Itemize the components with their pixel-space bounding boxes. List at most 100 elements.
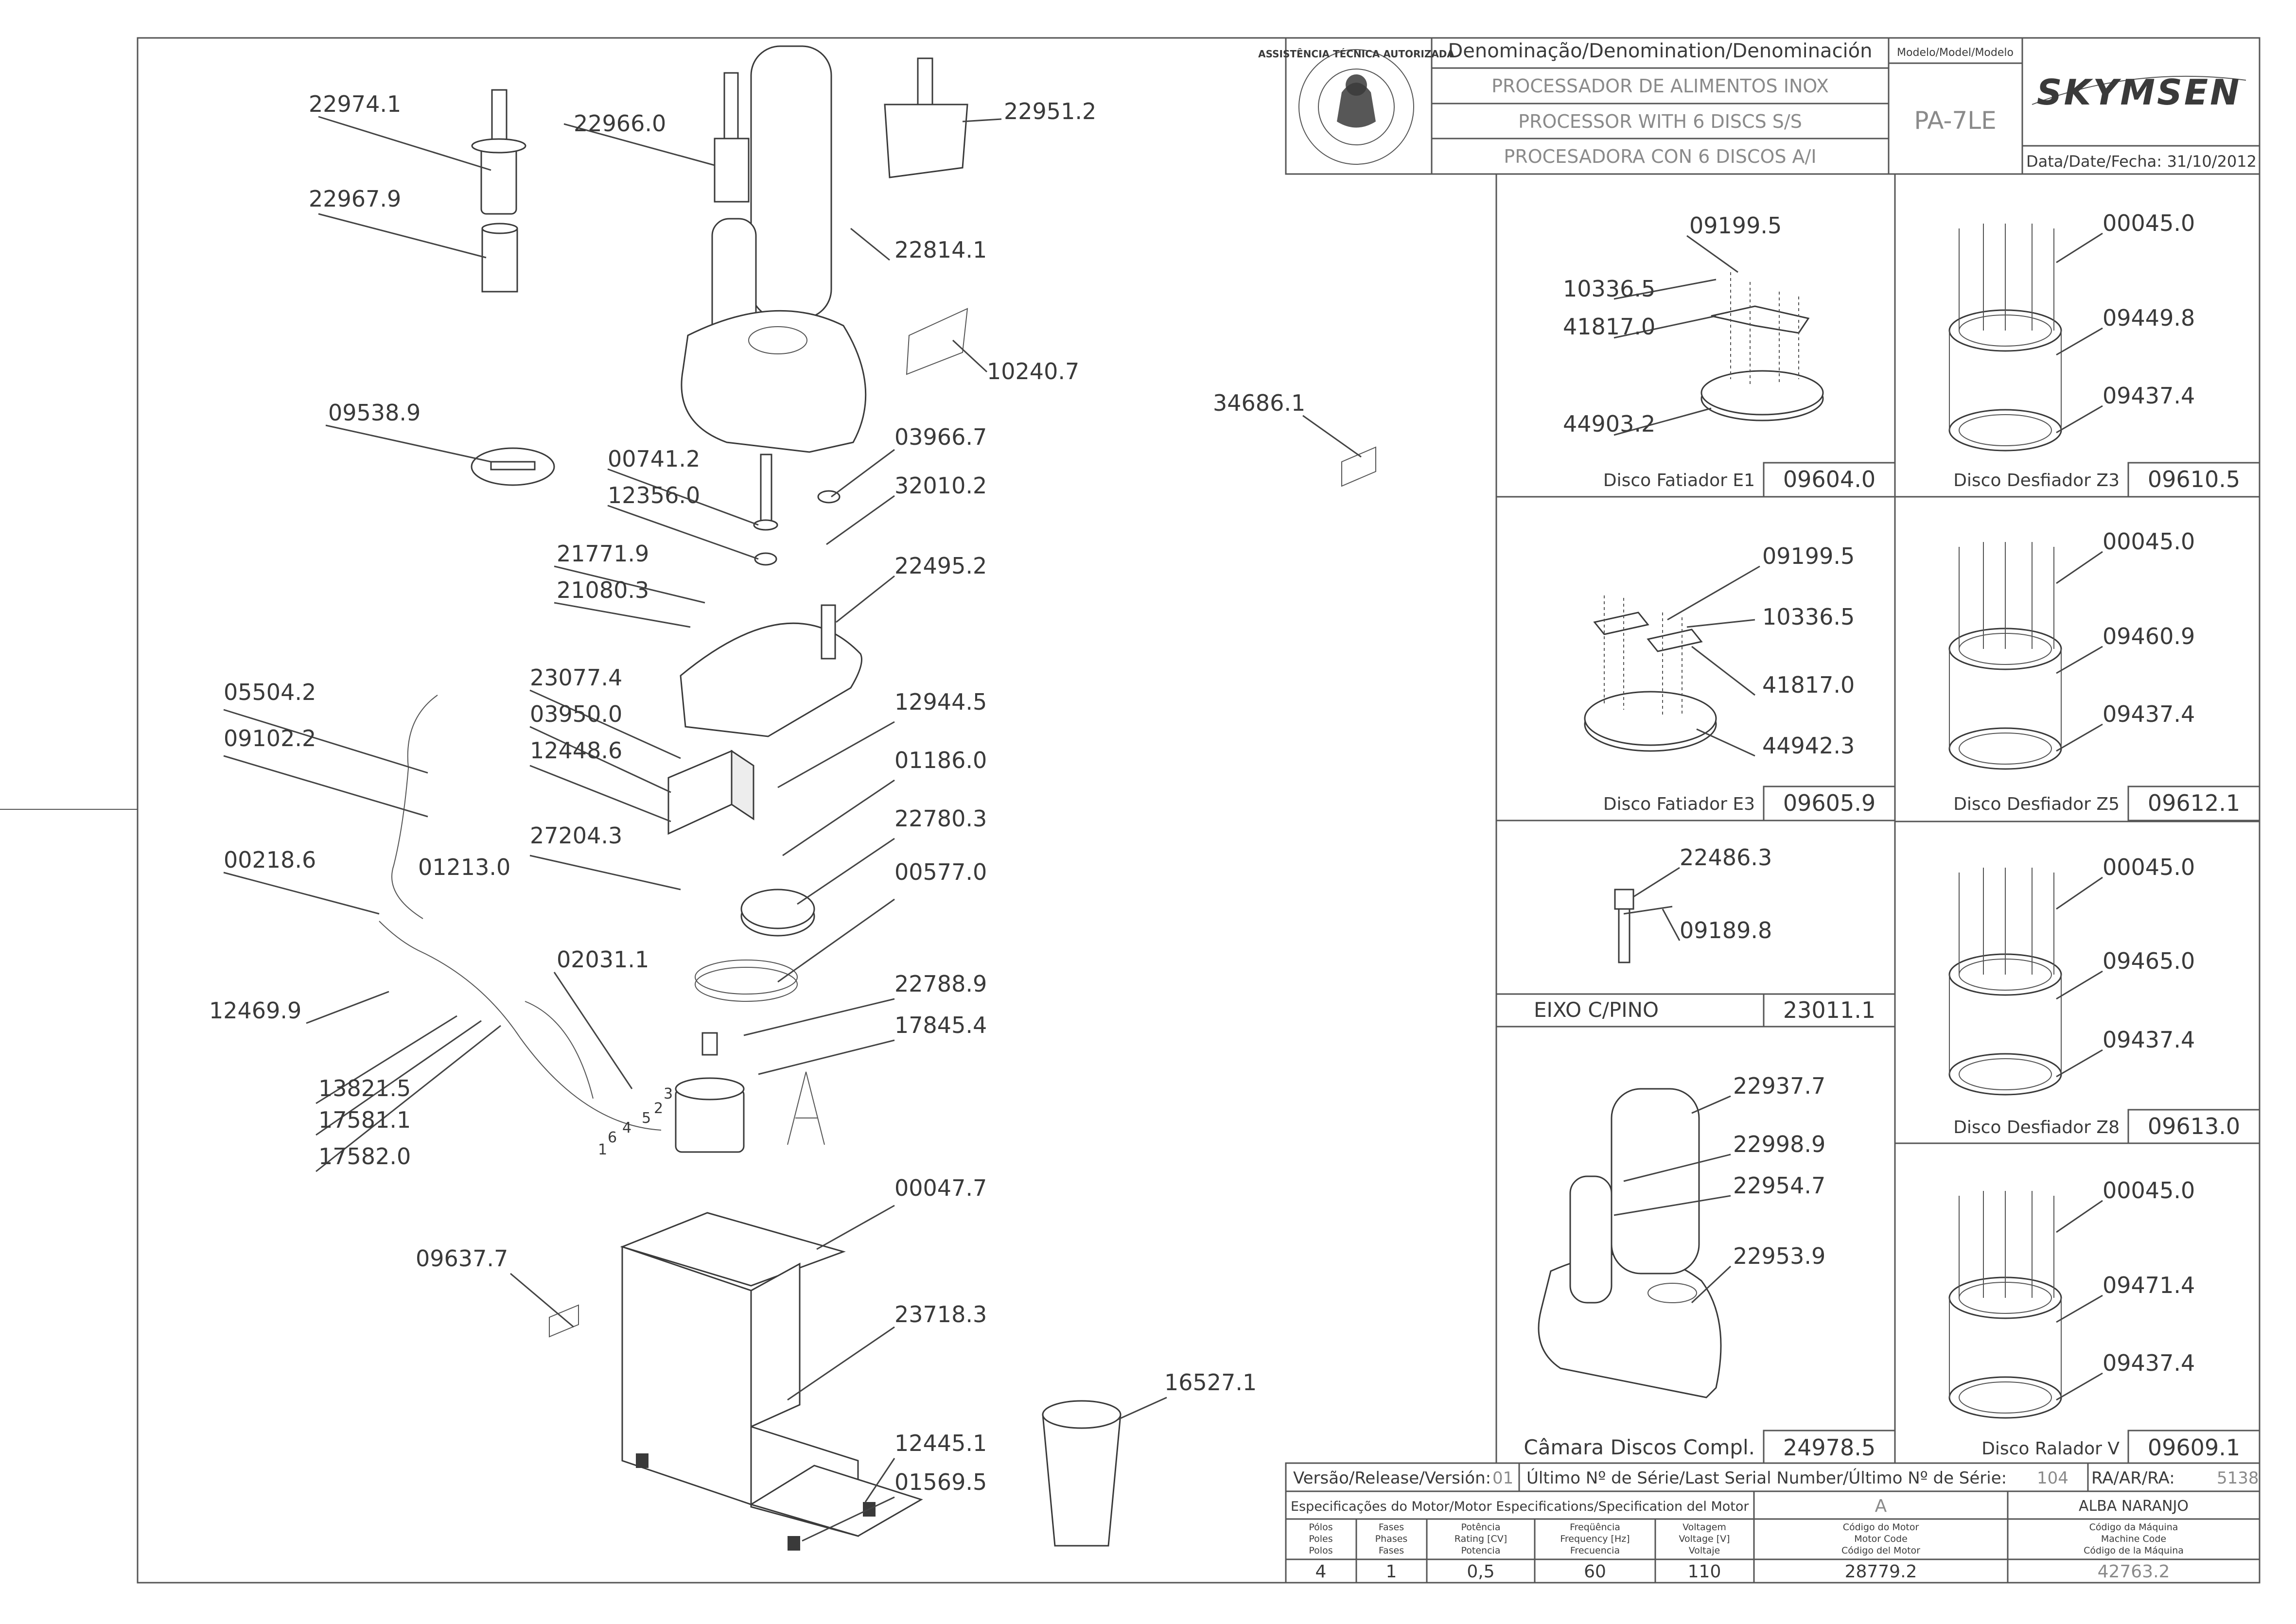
seal-text: ASSISTÊNCIA TÉCNICA AUTORIZADA [1258, 48, 1455, 60]
callout-17582-0: 17582.0 [318, 1143, 411, 1170]
value-frequency: 60 [1584, 1562, 1606, 1582]
z8-callout-09465-0: 09465.0 [2103, 948, 2195, 974]
callout-01213-0: 01213.0 [418, 854, 510, 880]
wire-number-4: 4 [622, 1119, 631, 1136]
callout-22967-9: 22967.9 [309, 186, 401, 212]
slicing-disc-e3-drawing [1584, 595, 1717, 752]
product-name-en: PROCESSOR WITH 6 DISCS S/S [1518, 111, 1802, 132]
detail-title-chamber: Câmara Discos Compl. [1524, 1435, 1755, 1459]
detail-code-z3: 09610.5 [2148, 466, 2240, 492]
footer-block: Versão/Release/Versión: 01 Último Nº de … [1285, 1462, 2261, 1584]
product-name-pt: PROCESSADOR DE ALIMENTOS INOX [1491, 75, 1829, 97]
detail-code-z5: 09612.1 [2148, 790, 2240, 816]
callout-09102-2: 09102.2 [224, 725, 316, 751]
col-motor-code-l1: Código do Motor [1843, 1522, 1919, 1533]
detail-code-e3: 09605.9 [1783, 790, 1875, 816]
callout-27204-3: 27204.3 [530, 822, 622, 849]
callout-22966-0: 22966.0 [574, 110, 666, 137]
callout-05504-2: 05504.2 [224, 679, 316, 705]
release-value: 01 [1492, 1468, 1513, 1488]
detail-title-e3: Disco Fatiador E3 [1603, 794, 1755, 814]
z3-callout-09449-8: 09449.8 [2103, 305, 2195, 331]
detail-grid [1495, 174, 2261, 1464]
product-name-es: PROCESADORA CON 6 DISCOS A/I [1504, 146, 1816, 167]
value-motor-code: 28779.2 [1845, 1562, 1917, 1582]
callout-22951-2: 22951.2 [1004, 98, 1096, 124]
main-callout-labels: 22974.1 22967.9 22966.0 22951.2 22814.1 … [209, 91, 1305, 1495]
col-voltage-l1: Voltagem [1683, 1522, 1726, 1533]
col-voltage-l3: Voltaje [1689, 1545, 1720, 1556]
callout-17845-4: 17845.4 [894, 1012, 987, 1038]
value-voltage: 110 [1688, 1562, 1721, 1582]
callout-12448-6: 12448.6 [530, 737, 622, 764]
col-rating-l1: Potência [1461, 1522, 1501, 1533]
detail-code-shaft: 23011.1 [1783, 997, 1875, 1023]
wire-number-6: 6 [608, 1129, 617, 1146]
detail-code-v: 09609.1 [2148, 1434, 2240, 1461]
v-callout-09471-4: 09471.4 [2103, 1272, 2195, 1298]
shredder-disc-z8-drawing [1948, 868, 2062, 1096]
callout-01186-0: 01186.0 [894, 747, 987, 773]
callout-09538-9: 09538.9 [328, 400, 421, 426]
callout-10240-7: 10240.7 [987, 358, 1079, 384]
col-poles-l3: Polos [1309, 1545, 1332, 1556]
main-exploded-view [379, 45, 1376, 1551]
callout-22974-1: 22974.1 [309, 91, 401, 117]
col-phases-l2: Phases [1375, 1534, 1408, 1544]
date-label: Data/Date/Fecha: [2026, 152, 2162, 171]
col-frequency-l3: Frecuencia [1570, 1545, 1620, 1556]
detail-title-e1: Disco Fatiador E1 [1603, 471, 1755, 490]
callout-13821-5: 13821.5 [318, 1075, 411, 1101]
callout-21080-3: 21080.3 [557, 577, 649, 603]
detail-title-z3: Disco Desfiador Z3 [1953, 471, 2120, 490]
callout-12469-9: 12469.9 [209, 997, 301, 1024]
callout-03966-7: 03966.7 [894, 424, 987, 450]
drawing-border [137, 37, 2261, 1584]
detail-title-z5: Disco Desfiador Z5 [1953, 794, 2120, 814]
callout-00741-2: 00741.2 [608, 446, 700, 472]
v-callout-09437-4: 09437.4 [2103, 1350, 2195, 1376]
callout-12445-1: 12445.1 [894, 1430, 987, 1456]
value-machine-code: 42763.2 [2098, 1562, 2170, 1582]
detail-code-e1: 09604.0 [1783, 466, 1875, 492]
callout-16527-1: 16527.1 [1164, 1369, 1257, 1396]
col-frequency-l1: Freqüência [1570, 1522, 1620, 1533]
z8-callout-09437-4: 09437.4 [2103, 1027, 2195, 1053]
shaft-with-pin-drawing [1614, 889, 1673, 963]
wire-number-3: 3 [664, 1085, 673, 1102]
z8-callout-00045-0: 00045.0 [2103, 854, 2195, 880]
col-poles-l2: Poles [1309, 1534, 1332, 1544]
col-phases-l3: Fases [1379, 1545, 1404, 1556]
model-label: Modelo/Model/Modelo [1897, 47, 2014, 59]
e3-callout-09199-5: 09199.5 [1762, 543, 1855, 569]
callout-01569-5: 01569.5 [894, 1469, 987, 1495]
col-motor-code-l2: Motor Code [1854, 1534, 1908, 1544]
value-phases: 1 [1386, 1562, 1397, 1582]
wire-number-5: 5 [642, 1110, 651, 1127]
author-name: ALBA NARANJO [2079, 1498, 2189, 1515]
slicing-disc-e1-drawing [1700, 272, 1824, 421]
col-frequency-l2: Frequency [Hz] [1560, 1534, 1630, 1544]
chamber-callout-22937-7: 22937.7 [1733, 1073, 1825, 1099]
detail-title-v: Disco Ralador V [1981, 1439, 2120, 1459]
callout-32010-2: 32010.2 [894, 472, 987, 499]
callout-23718-3: 23718.3 [894, 1301, 987, 1327]
callout-22495-2: 22495.2 [894, 553, 987, 579]
callout-03950-0: 03950.0 [530, 701, 622, 727]
e1-callout-09199-5: 09199.5 [1689, 212, 1782, 239]
serial-label: Último Nº de Série/Last Serial Number/Úl… [1526, 1468, 2007, 1488]
z5-callout-09437-4: 09437.4 [2103, 701, 2195, 727]
wire-number-1: 1 [598, 1141, 607, 1158]
callout-00218-6: 00218.6 [224, 847, 316, 873]
model-value: PA-7LE [1914, 106, 1996, 135]
detail-title-z8: Disco Desfiador Z8 [1953, 1118, 2120, 1137]
z5-callout-00045-0: 00045.0 [2103, 528, 2195, 555]
callout-34686-1: 34686.1 [1213, 390, 1305, 416]
callout-12944-5: 12944.5 [894, 689, 987, 715]
authorized-service-seal: ASSISTÊNCIA TÉCNICA AUTORIZADA [1258, 48, 1455, 165]
callout-23077-4: 23077.4 [530, 664, 622, 691]
col-phases-l1: Fases [1379, 1522, 1404, 1533]
e1-callout-10336-5: 10336.5 [1563, 276, 1655, 302]
z3-callout-09437-4: 09437.4 [2103, 383, 2195, 409]
